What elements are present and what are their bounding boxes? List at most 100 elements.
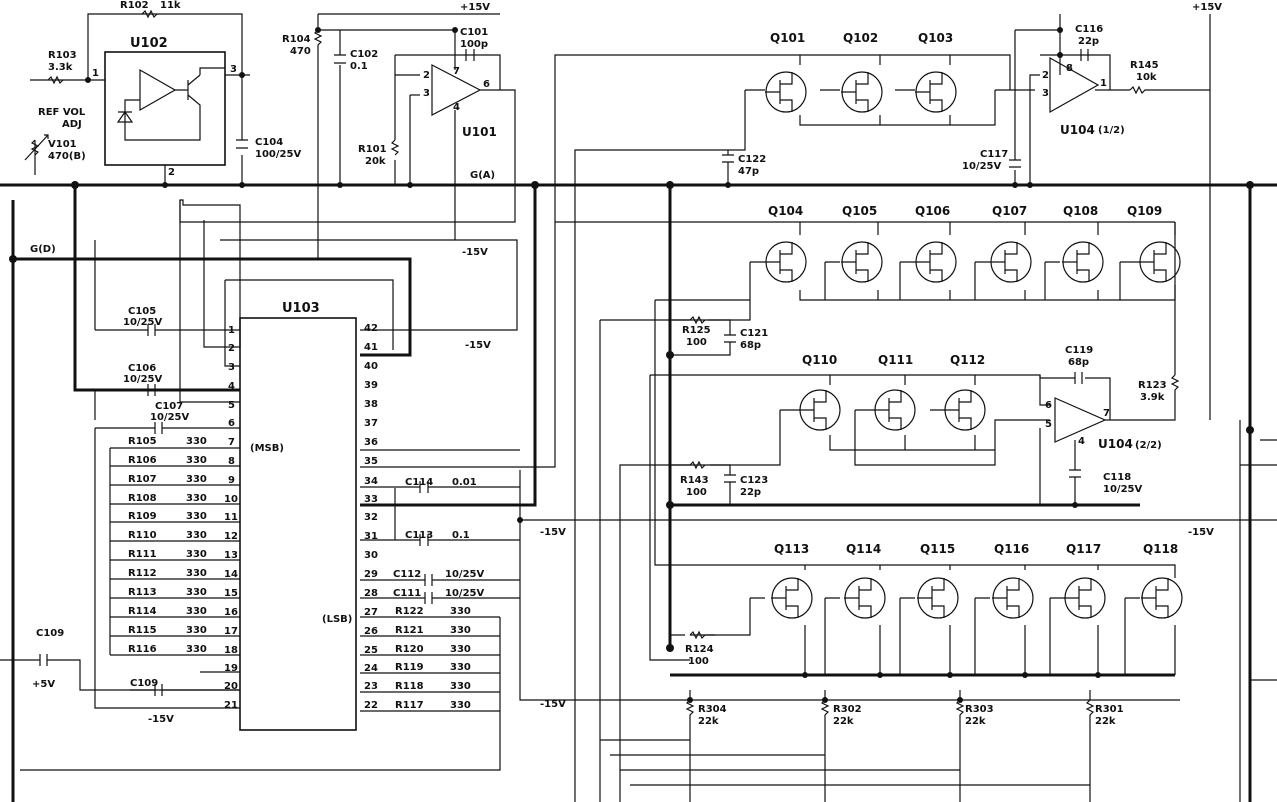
wiring <box>0 13 1277 802</box>
supply-label: +15V <box>460 2 490 13</box>
pin-number: 39 <box>364 380 378 391</box>
component-label: C104 <box>255 137 283 148</box>
component-value: 0.1 <box>350 61 368 72</box>
transistor-label: Q115 <box>920 542 955 556</box>
component-value: 10/25V <box>445 569 484 580</box>
array-resistor-label: R106 <box>128 455 157 466</box>
jfet-q113: Q113 <box>771 542 813 619</box>
array-resistor-value: 330 <box>186 549 207 560</box>
jfet-q111: Q111 <box>874 353 916 431</box>
supply-label: -15V <box>462 247 488 258</box>
component-label: C122 <box>738 154 766 165</box>
ic-label: U104 <box>1060 123 1095 137</box>
transistor-label: Q112 <box>950 353 985 367</box>
pin-number: 7 <box>1103 408 1110 419</box>
component-label: C105 <box>128 306 156 317</box>
component-value: 22k <box>833 716 854 727</box>
jfet-q118: Q118 <box>1141 542 1183 619</box>
transistor-label: Q107 <box>992 204 1027 218</box>
bit-label: (MSB) <box>250 443 284 454</box>
component-label: R301 <box>1095 704 1124 715</box>
ic-bodies <box>104 51 1107 731</box>
component-label: C101 <box>460 27 488 38</box>
component-label: C118 <box>1103 472 1131 483</box>
array-resistor-label: R111 <box>128 549 157 560</box>
pin-number: 23 <box>364 681 378 692</box>
pin-number: 2 <box>423 70 430 81</box>
array-resistor-value: 330 <box>186 455 207 466</box>
jfet-q102: Q102 <box>841 31 883 113</box>
array-resistor-value: 330 <box>186 436 207 447</box>
ic-label: U103 <box>282 301 320 316</box>
ic-label: U101 <box>462 125 497 139</box>
transistor-label: Q102 <box>843 31 878 45</box>
jfet-q117: Q117 <box>1064 542 1106 619</box>
array-resistor-value: 330 <box>450 700 471 711</box>
component-value: 100/25V <box>255 149 301 160</box>
component-value: 22k <box>1095 716 1116 727</box>
component-value: 100p <box>460 39 488 50</box>
jfet-q108: Q108 <box>1062 204 1104 283</box>
supply-label: -15V <box>540 699 566 710</box>
component-label: C109 <box>36 628 64 639</box>
array-resistor-value: 330 <box>450 606 471 617</box>
transistors: Q101 Q102 Q103 Q104 Q105 Q106 Q107 Q108 … <box>765 31 1183 619</box>
component-label: R304 <box>698 704 727 715</box>
component-value: 100 <box>686 487 707 498</box>
array-resistor-label: R121 <box>395 625 424 636</box>
supply-label: -15V <box>1188 527 1214 538</box>
component-label: C106 <box>128 363 156 374</box>
pin-number: 24 <box>364 663 378 674</box>
array-resistor-label: R122 <box>395 606 424 617</box>
transistor-label: Q104 <box>768 204 803 218</box>
pin-number: 10 <box>224 494 238 505</box>
array-resistor-value: 330 <box>450 625 471 636</box>
ic-label: U104 <box>1098 437 1133 451</box>
array-resistor-value: 330 <box>450 681 471 692</box>
component-value: 470 <box>290 46 311 57</box>
pin-number: 38 <box>364 399 378 410</box>
component-label: C117 <box>980 149 1008 160</box>
component-value: 10/25V <box>1103 484 1142 495</box>
array-resistor-label: R110 <box>128 530 157 541</box>
jfet-q103: Q103 <box>915 31 957 113</box>
component-value: 470(B) <box>48 151 86 162</box>
array-resistor-value: 330 <box>186 606 207 617</box>
component-label: R101 <box>358 144 387 155</box>
component-value: 22k <box>965 716 986 727</box>
supply-label: -15V <box>540 527 566 538</box>
jfet-q104: Q104 <box>765 204 807 283</box>
component-value: 20k <box>365 156 386 167</box>
component-value: 10/25V <box>962 161 1001 172</box>
component-value: 100 <box>686 337 707 348</box>
pin-number: 28 <box>364 588 378 599</box>
transistor-label: Q117 <box>1066 542 1101 556</box>
component-value: 22k <box>698 716 719 727</box>
array-resistor-label: R105 <box>128 436 157 447</box>
pin-number: 6 <box>483 79 490 90</box>
component-label: R125 <box>682 325 711 336</box>
pin-number: 2 <box>1042 70 1049 81</box>
component-label: C123 <box>740 475 768 486</box>
pin-number: 8 <box>1066 63 1073 74</box>
array-resistor-label: R118 <box>395 681 424 692</box>
array-resistor-label: R107 <box>128 474 157 485</box>
component-label: C102 <box>350 49 378 60</box>
array-resistor-value: 330 <box>186 474 207 485</box>
pin-number: 35 <box>364 456 378 467</box>
component-label: C107 <box>155 401 183 412</box>
array-resistor-value: 330 <box>186 568 207 579</box>
component-label: C119 <box>1065 345 1093 356</box>
component-value: 22p <box>740 487 761 498</box>
transistor-label: Q118 <box>1143 542 1178 556</box>
pin-number: 17 <box>224 626 238 637</box>
u103-pins: 1 2 3 4 5 6 7 8 9 10 11 12 13 14 15 16 1… <box>224 323 378 711</box>
pin-number: 32 <box>364 512 378 523</box>
labels: +15V +15V -15V -15V -15V -15V -15V -15V … <box>30 0 1222 727</box>
component-value: 0.01 <box>452 477 477 488</box>
transistor-label: Q110 <box>802 353 837 367</box>
pin-number: 2 <box>168 167 175 178</box>
